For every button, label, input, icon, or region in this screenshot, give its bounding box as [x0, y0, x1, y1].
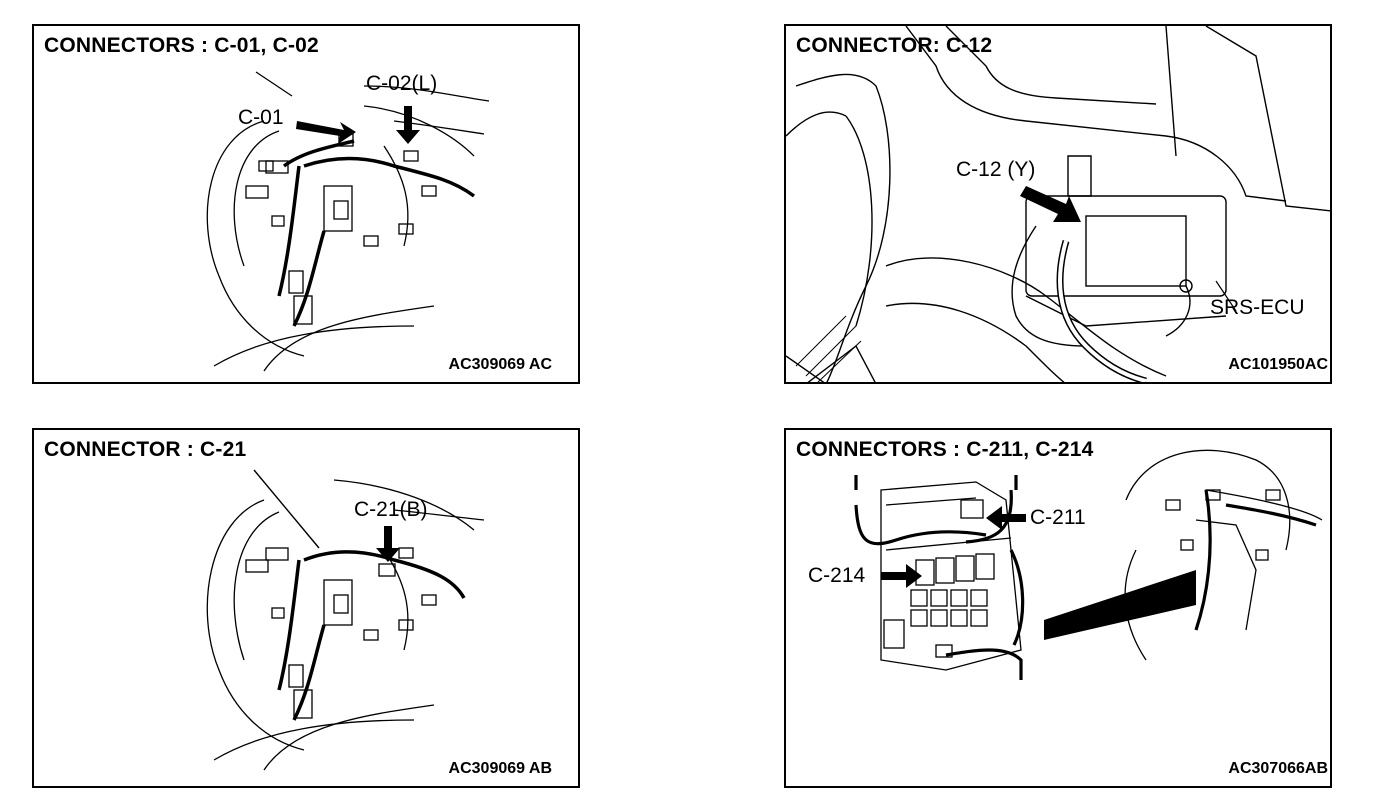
panel-title: CONNECTORS : C-211, C-214: [796, 438, 1094, 461]
panel-title: CONNECTOR: C-12: [796, 34, 993, 57]
callout-label: C-01: [238, 106, 284, 129]
callout-label: C-211: [1030, 506, 1086, 529]
figure-id: AC309069 AC: [448, 356, 552, 373]
steering-column-harness-illustration: [206, 71, 490, 372]
callout-label: C-12 (Y): [956, 158, 1036, 181]
diagram-panel-c21: CONNECTOR : C-21 C-21(B) AC309069 AB: [32, 428, 580, 788]
callout-label: C-21(B): [354, 498, 428, 521]
steering-column-harness-illustration: [206, 469, 485, 771]
figure-id: AC307066AB: [1228, 760, 1328, 777]
srs-ecu-console-illustration: [786, 26, 1330, 382]
figure-id: AC309069 AB: [448, 760, 552, 777]
figure-id: AC101950AC: [1228, 356, 1328, 373]
panel-title: CONNECTORS : C-01, C-02: [44, 34, 319, 57]
panel-title: CONNECTOR : C-21: [44, 438, 247, 461]
diagram-panel-c211-c214: CONNECTORS : C-211, C-214 C-211 C-214 AC…: [784, 428, 1332, 788]
diagram-panel-c12: CONNECTOR: C-12 C-12 (Y) SRS-ECU AC10195…: [784, 24, 1332, 384]
callout-label: SRS-ECU: [1210, 296, 1305, 319]
callout-leader: [1044, 570, 1196, 640]
callout-label: C-214: [808, 564, 866, 587]
junction-block-illustration: [854, 449, 1323, 680]
callout-label: C-02(L): [366, 72, 438, 95]
diagram-panel-c01-c02: CONNECTORS : C-01, C-02 C-01 C-02(L) AC3…: [32, 24, 580, 384]
